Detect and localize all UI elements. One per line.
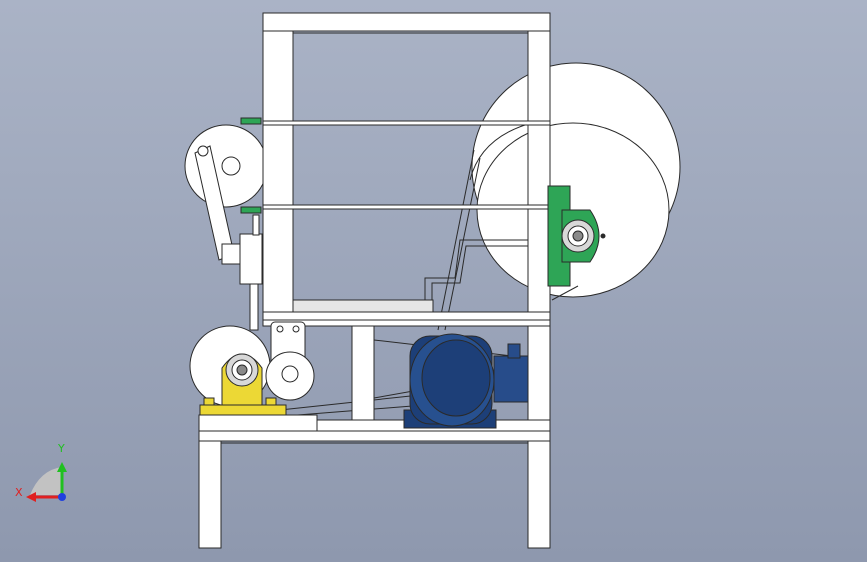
x-axis-label: X — [15, 486, 23, 499]
yellow-pillow-block-bearing[interactable] — [198, 353, 318, 432]
guide-rod[interactable] — [424, 239, 528, 300]
coordinate-triad — [26, 462, 67, 502]
y-axis-arrowhead — [57, 462, 67, 472]
main-frame[interactable] — [198, 12, 551, 549]
tension-bracket[interactable] — [239, 214, 263, 331]
swing-arm[interactable] — [194, 145, 245, 265]
electric-motor[interactable] — [403, 333, 529, 429]
green-pillow-block-bearing[interactable] — [547, 185, 606, 287]
z-axis-dot — [58, 493, 66, 501]
y-axis-label: Y — [58, 442, 65, 455]
idler-tensioner[interactable] — [265, 321, 315, 401]
x-axis-arrowhead — [26, 492, 36, 502]
